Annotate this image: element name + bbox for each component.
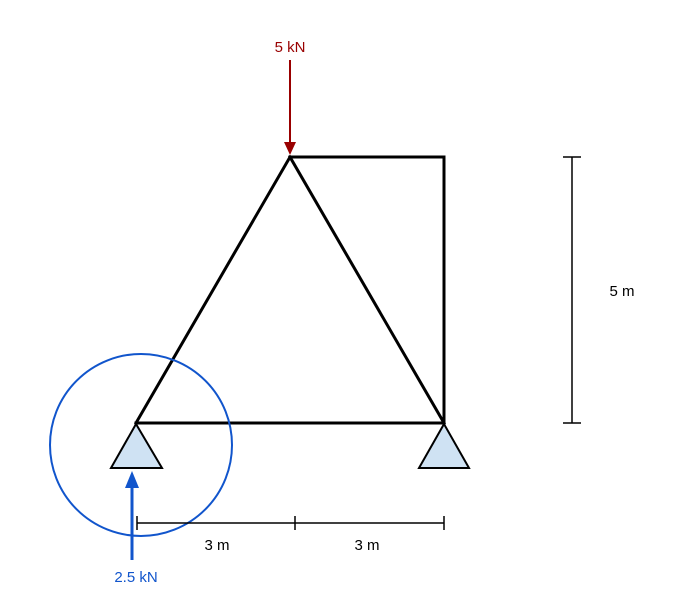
reaction-arrow bbox=[125, 471, 139, 560]
arrowhead-up-icon bbox=[125, 471, 139, 488]
right-pin-support bbox=[417, 421, 471, 469]
truss-members bbox=[133, 154, 447, 426]
member-right-diagonal bbox=[287, 154, 447, 426]
dimension-label-height: 5 m bbox=[609, 283, 634, 300]
dimension-label-left-span: 3 m bbox=[204, 537, 229, 554]
reaction-label: 2.5 kN bbox=[114, 569, 157, 586]
applied-load-label: 5 kN bbox=[275, 39, 306, 56]
member-left-diagonal bbox=[133, 154, 293, 426]
applied-load-arrow bbox=[284, 60, 296, 155]
highlight-circle bbox=[49, 353, 233, 537]
vertical-dimension bbox=[563, 156, 581, 424]
left-pin-support bbox=[109, 422, 164, 469]
arrowhead-down-icon bbox=[284, 142, 296, 155]
dimension-label-right-span: 3 m bbox=[354, 537, 379, 554]
horizontal-dimension bbox=[136, 516, 445, 530]
